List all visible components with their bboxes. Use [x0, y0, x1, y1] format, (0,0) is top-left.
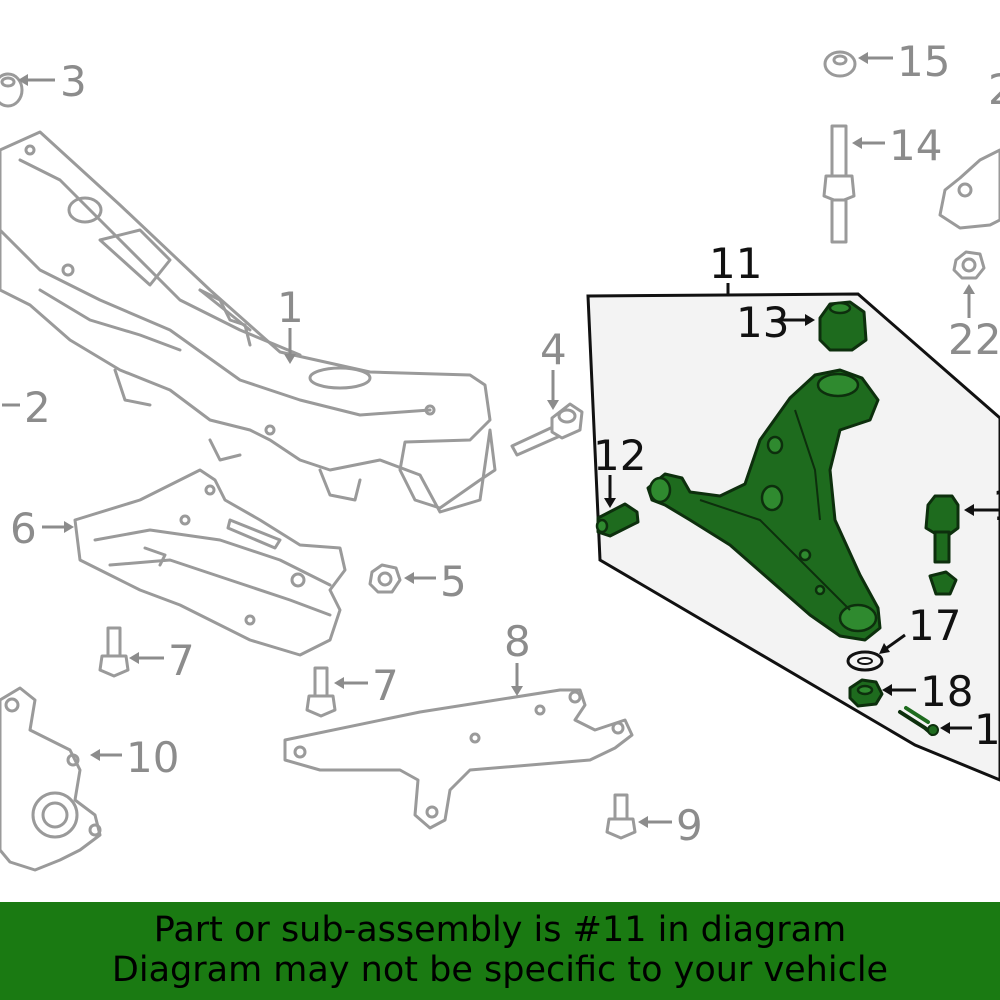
callout-1: 1 [277, 283, 304, 332]
cotter-pin-part-19[interactable] [898, 706, 939, 736]
ball-joint-part-16[interactable] [924, 494, 960, 596]
bolt-part-7a [98, 626, 130, 678]
callout-6: 6 [10, 504, 37, 553]
nut-part-5 [368, 563, 402, 594]
info-banner: Part or sub-assembly is #11 in diagram D… [0, 902, 1000, 1000]
callout-22: 22 [948, 315, 1000, 364]
bracket-part-3 [0, 72, 24, 108]
callout-7b: 7 [372, 661, 399, 710]
callout-11: 11 [709, 239, 762, 288]
callout-2: 2 [24, 383, 51, 432]
callout-8: 8 [504, 617, 531, 666]
banner-line-2: Diagram may not be specific to your vehi… [111, 950, 889, 990]
knuckle-part-10 [0, 686, 102, 872]
callout-12: 12 [593, 431, 646, 480]
bolt-part-9 [605, 793, 637, 840]
callout-4: 4 [540, 325, 567, 374]
parts-diagram: 3 1 2 4 6 5 7 [0, 37, 1000, 872]
bushing-part-12[interactable] [595, 502, 640, 538]
nut-part-22 [952, 250, 986, 280]
bushing-part-13[interactable] [818, 300, 868, 352]
callout-17: 17 [908, 601, 961, 650]
brace-plate-part-8 [283, 688, 634, 830]
bolt-part-4 [510, 402, 584, 457]
stud-part-14 [822, 124, 856, 244]
callout-5: 5 [440, 557, 467, 606]
washer-part-17[interactable] [846, 650, 884, 672]
callout-7a: 7 [168, 636, 195, 685]
bracket-part-21 [938, 148, 1000, 230]
undercover-part-6 [73, 468, 347, 657]
callout-3: 3 [60, 57, 87, 106]
callout-15: 15 [897, 37, 950, 86]
callout-19: 1 [974, 705, 1000, 754]
callout-10: 10 [126, 733, 179, 782]
washer-part-15 [823, 50, 857, 78]
subframe-part-1 [0, 130, 497, 514]
banner-line-1: Part or sub-assembly is #11 in diagram [153, 910, 847, 950]
callout-14: 14 [889, 121, 942, 170]
callout-18: 18 [920, 667, 973, 716]
callout-21: 2 [988, 65, 1000, 114]
control-arm-assembly-11[interactable] [646, 368, 882, 642]
bolt-part-7b [305, 666, 337, 718]
nut-part-18[interactable] [848, 678, 884, 708]
callout-9: 9 [676, 801, 703, 850]
callout-13: 13 [736, 298, 789, 347]
callout-16: 1 [992, 481, 1000, 530]
